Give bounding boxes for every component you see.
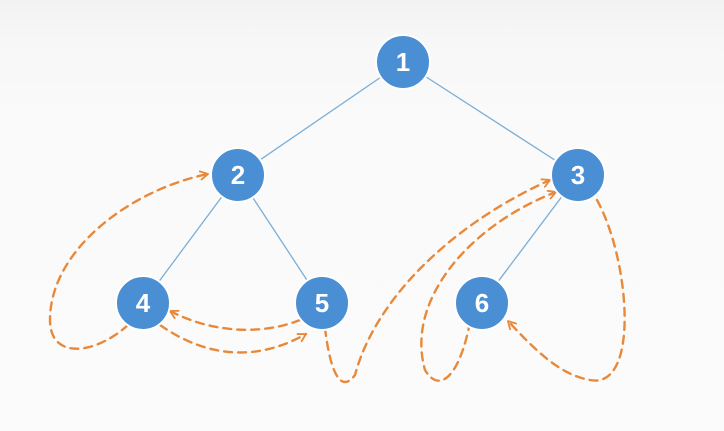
arrow-3-to-6 bbox=[506, 198, 626, 382]
node-3-circle bbox=[550, 147, 606, 203]
node-3: 3 bbox=[550, 147, 606, 203]
arrow-5-to-3 bbox=[323, 180, 552, 384]
node-3-label: 3 bbox=[571, 160, 585, 190]
node-2: 2 bbox=[210, 147, 266, 203]
arrow-4-to-2 bbox=[48, 174, 210, 350]
node-5-circle bbox=[294, 275, 350, 331]
node-2-label: 2 bbox=[231, 160, 245, 190]
traversal-arrows bbox=[48, 174, 626, 384]
edge-1-2 bbox=[237, 61, 404, 176]
node-5: 5 bbox=[294, 275, 350, 331]
node-4: 4 bbox=[115, 275, 171, 331]
tree-edges bbox=[142, 61, 579, 304]
tree-nodes: 1 2 3 4 5 6 bbox=[115, 34, 606, 331]
node-1-label: 1 bbox=[396, 47, 410, 77]
node-1: 1 bbox=[375, 34, 431, 90]
node-5-label: 5 bbox=[315, 288, 329, 318]
node-2-circle bbox=[210, 147, 266, 203]
node-4-label: 4 bbox=[136, 288, 151, 318]
arrow-6-to-3 bbox=[420, 192, 558, 382]
arrow-5-to-4 bbox=[168, 309, 302, 331]
node-1-circle bbox=[375, 34, 431, 90]
arrow-4-to-5 bbox=[158, 323, 308, 354]
node-6: 6 bbox=[454, 275, 510, 331]
node-6-circle bbox=[454, 275, 510, 331]
edge-1-3 bbox=[402, 61, 579, 176]
node-4-circle bbox=[115, 275, 171, 331]
node-6-label: 6 bbox=[475, 288, 489, 318]
